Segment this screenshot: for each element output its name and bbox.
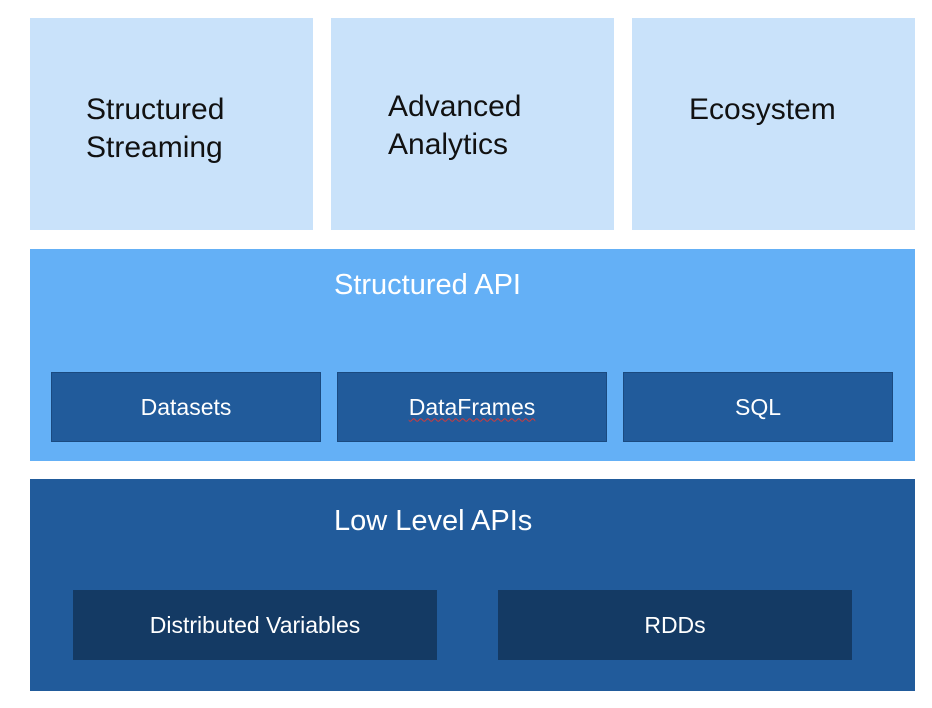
low-level-apis-layer: Low Level APIs Distributed Variables RDD…	[30, 479, 915, 691]
advanced-analytics-box: Advanced Analytics	[331, 18, 614, 230]
sql-box: SQL	[623, 372, 893, 442]
low-level-apis-title: Low Level APIs	[334, 505, 533, 537]
structured-streaming-label: Structured Streaming	[86, 93, 225, 164]
datasets-box: Datasets	[51, 372, 321, 442]
distributed-variables-box: Distributed Variables	[73, 590, 437, 660]
rdds-label: RDDs	[644, 611, 706, 638]
structured-streaming-box: Structured Streaming	[30, 18, 313, 230]
datasets-label: Datasets	[140, 393, 232, 420]
distributed-variables-label: Distributed Variables	[149, 611, 361, 638]
dataframes-box: DataFrames	[337, 372, 607, 442]
structured-api-title: Structured API	[334, 269, 521, 301]
ecosystem-label: Ecosystem	[689, 93, 836, 126]
dataframes-label: DataFrames	[408, 393, 536, 420]
rdds-box: RDDs	[498, 590, 852, 660]
structured-api-layer: Structured API Datasets DataFrames SQL	[30, 249, 915, 461]
sql-label: SQL	[734, 393, 782, 420]
ecosystem-box: Ecosystem	[632, 18, 915, 230]
advanced-analytics-label: Advanced Analytics	[388, 90, 522, 161]
